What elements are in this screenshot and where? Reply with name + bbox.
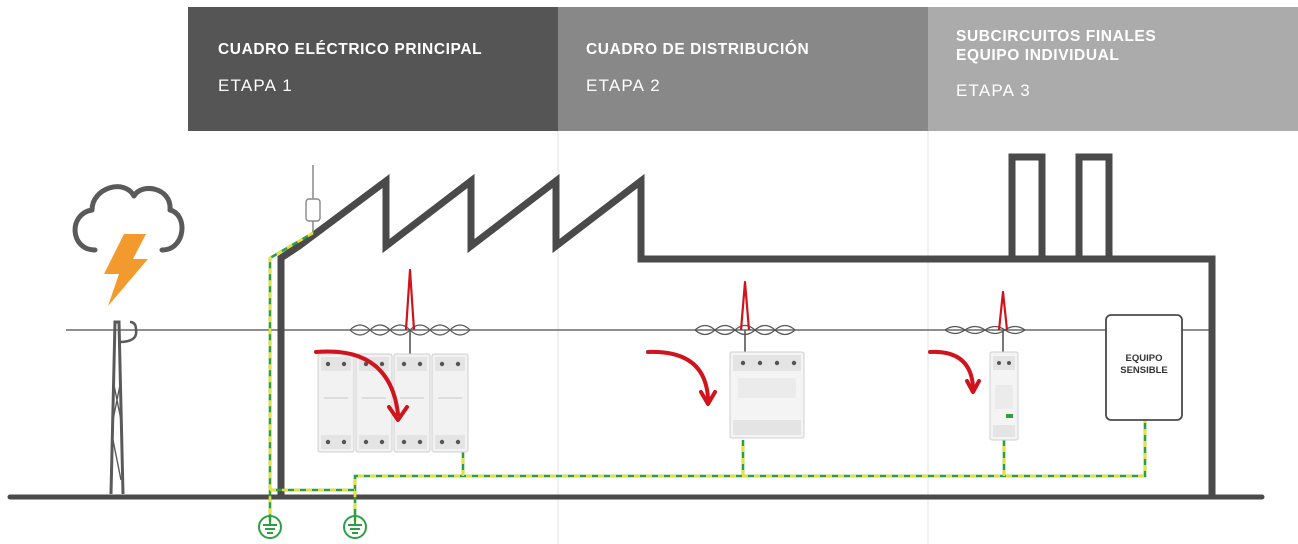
factory-building — [277, 173, 1216, 497]
surge-wave — [349, 324, 1026, 336]
stage-1-header: CUADRO ELÉCTRICO PRINCIPAL ETAPA 1 — [188, 7, 558, 131]
surge-arrow-icon — [387, 379, 981, 422]
stage-3-title: SUBCIRCUITOS FINALES EQUIPO INDIVIDUAL — [956, 28, 1157, 64]
stage-3-header: SUBCIRCUITOS FINALES EQUIPO INDIVIDUAL E… — [928, 7, 1298, 131]
stage-3-label: ETAPA 3 — [956, 81, 1031, 100]
lightning-bolt-icon — [104, 234, 148, 306]
surge-protector-type1 — [317, 353, 469, 453]
sensitive-equipment: EQUIPO SENSIBLE — [1105, 314, 1183, 421]
surge-protector-type3 — [989, 351, 1019, 441]
stage-1-title: CUADRO ELÉCTRICO PRINCIPAL — [218, 41, 483, 58]
stage-2-title: CUADRO DE DISTRIBUCIÓN — [586, 41, 810, 58]
lightning-rod — [305, 165, 321, 233]
equipment-label-line2: SENSIBLE — [1120, 365, 1168, 376]
chimney — [1008, 153, 1046, 259]
stage-2-header: CUADRO DE DISTRIBUCIÓN ETAPA 2 — [558, 7, 928, 131]
surge-spike — [404, 268, 1009, 331]
surge-arrow-icon — [314, 349, 975, 416]
equipment-label-line1: EQUIPO — [1126, 353, 1163, 364]
earth-ground-icon — [258, 515, 282, 539]
surge-protector-type2 — [729, 351, 805, 439]
utility-pole — [109, 320, 138, 495]
chimney — [1075, 153, 1113, 259]
stage-1-label: ETAPA 1 — [218, 76, 293, 95]
earth-ground-icon — [343, 515, 367, 539]
cloud-icon — [72, 184, 185, 253]
stage-2-label: ETAPA 2 — [586, 76, 661, 95]
